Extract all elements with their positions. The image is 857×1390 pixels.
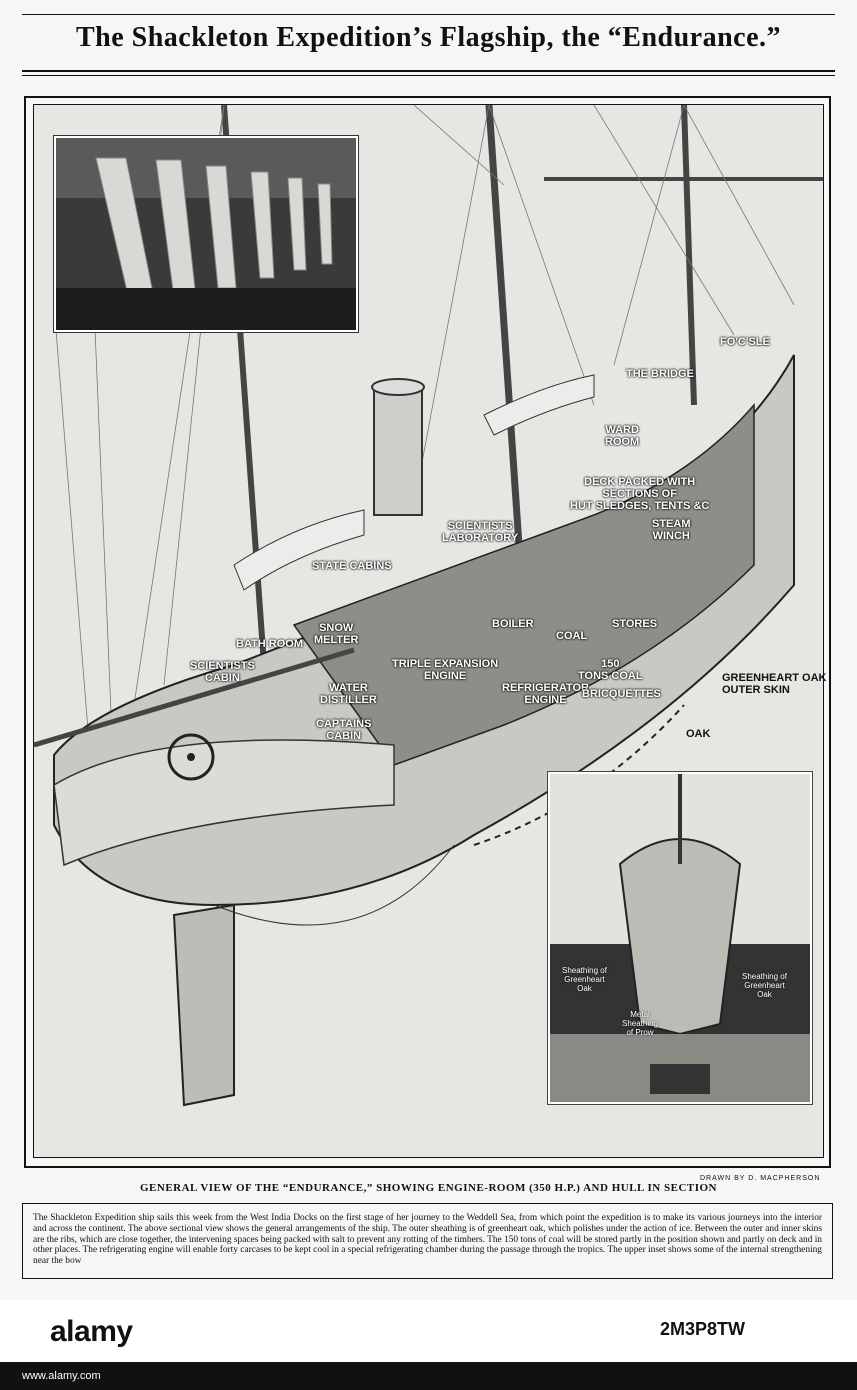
label-water-distiller: WATER DISTILLER xyxy=(320,682,377,706)
label-bath-room: BATH ROOM xyxy=(236,638,304,650)
illustration-caption: GENERAL VIEW OF THE “ENDURANCE,” SHOWING… xyxy=(139,1182,718,1194)
label-scientists-cabin: SCIENTISTS CABIN xyxy=(190,660,255,684)
headline-rule-thin xyxy=(22,75,835,76)
inset-label-sheathing-right: Sheathing of Greenheart Oak xyxy=(742,972,787,999)
label-snow-melter: SNOW MELTER xyxy=(314,622,359,646)
inset-dry-dock-bow xyxy=(547,771,813,1105)
label-bricquettes: BRICQUETTES xyxy=(582,688,661,700)
watermark-strip xyxy=(0,1362,857,1390)
alamy-logo: alamy xyxy=(50,1315,133,1348)
label-captains-cabin: CAPTAINS CABIN xyxy=(316,718,372,742)
page-headline: The Shackleton Expedition’s Flagship, th… xyxy=(75,22,782,53)
label-deck-packed: DECK PACKED WITH SECTIONS OF HUT SLEDGES… xyxy=(570,476,710,512)
label-scientists-laboratory: SCIENTISTS LABORATORY xyxy=(442,520,519,544)
label-focsle: FO'C'SLE xyxy=(720,336,770,348)
hull-ribs-photo xyxy=(56,138,356,330)
label-ward-room: WARD ROOM xyxy=(605,424,640,448)
label-oak: OAK xyxy=(686,728,711,740)
bow-photo xyxy=(550,774,810,1102)
illustration-frame xyxy=(24,96,831,1168)
inset-label-sheathing-left: Sheathing of Greenheart Oak xyxy=(562,966,607,993)
article-text: The Shackleton Expedition ship sails thi… xyxy=(22,1203,833,1279)
label-triple-expansion-engine: TRIPLE EXPANSION ENGINE xyxy=(392,658,499,682)
label-stores: STORES xyxy=(612,618,658,630)
watermark-url: www.alamy.com xyxy=(22,1370,101,1382)
label-the-bridge: THE BRIDGE xyxy=(626,368,694,380)
artist-credit: DRAWN BY D. MACPHERSON xyxy=(700,1175,821,1182)
inset-internal-strengthening xyxy=(53,135,359,333)
label-boiler: BOILER xyxy=(492,618,534,630)
label-greenheart-outer-skin: GREENHEART OAK OUTER SKIN xyxy=(722,672,827,696)
top-rule xyxy=(22,14,835,15)
label-refrigerator-engine: REFRIGERATOR ENGINE xyxy=(502,682,589,706)
label-state-cabins: STATE CABINS xyxy=(312,560,392,572)
label-150-tons-coal: 150 TONS COAL xyxy=(578,658,643,682)
inset-label-metal-sheathing: Metal Sheathing of Prow xyxy=(622,1010,659,1037)
label-steam-winch: STEAM WINCH xyxy=(652,518,691,542)
label-coal: COAL xyxy=(556,630,588,642)
headline-rule-thick xyxy=(22,70,835,72)
stock-image-id: 2M3P8TW xyxy=(660,1319,746,1339)
